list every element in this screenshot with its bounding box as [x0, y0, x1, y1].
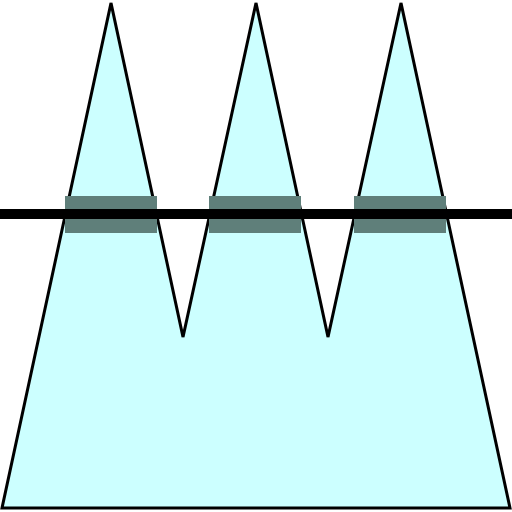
three-peak-diagram [0, 2, 512, 510]
three-peak-shape [0, 2, 512, 510]
